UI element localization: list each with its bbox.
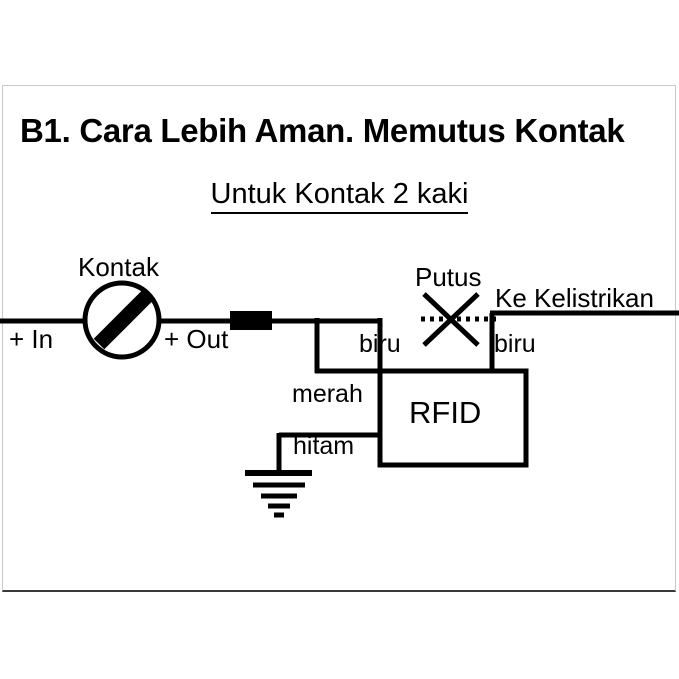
label-ke-kelistrikan: Ke Kelistrikan	[495, 283, 654, 313]
rfid-module-box	[377, 368, 529, 468]
label-rfid-module: RFID	[409, 395, 482, 430]
ignition-switch-bar	[93, 290, 153, 350]
page-subtitle: Untuk Kontak 2 kaki	[0, 178, 679, 214]
slide-frame	[2, 85, 676, 592]
label-wire-blue-left: biru	[359, 330, 401, 358]
page-subtitle-text: Untuk Kontak 2 kaki	[210, 178, 469, 214]
label-input-terminal: + In	[9, 324, 54, 354]
connector-block	[230, 311, 272, 330]
label-wire-blue-right: biru	[494, 330, 536, 358]
label-kontak: Kontak	[78, 252, 159, 282]
label-wire-red: merah	[292, 380, 363, 408]
cut-cross-icon-stroke-2	[422, 292, 480, 347]
label-output-terminal: + Out	[164, 324, 229, 354]
label-wire-black: hitam	[293, 432, 355, 460]
page-title: B1. Cara Lebih Aman. Memutus Kontak	[20, 112, 625, 149]
label-putus: Putus	[415, 262, 482, 292]
